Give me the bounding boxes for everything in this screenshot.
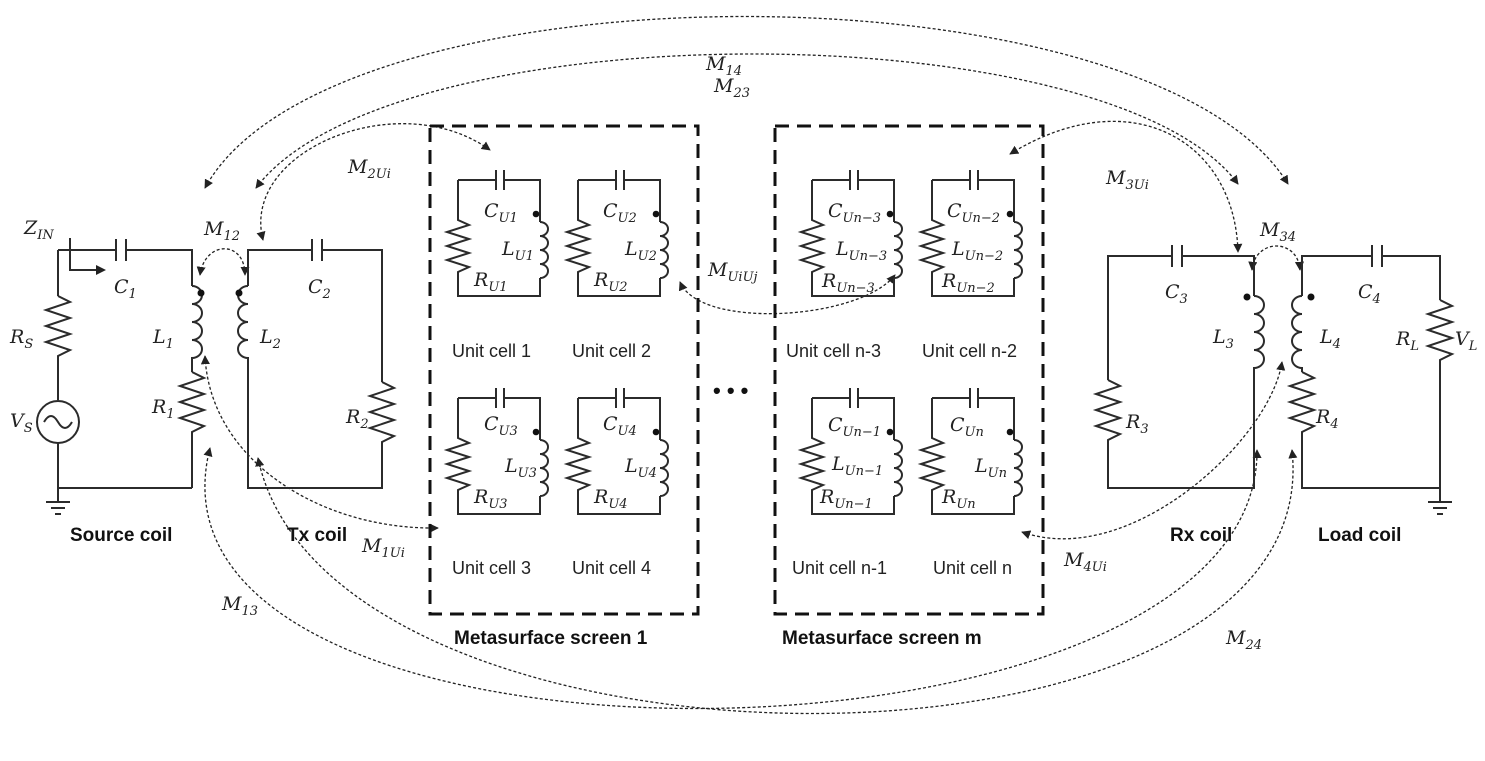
m4ui-label: M4Ui	[1063, 549, 1107, 575]
screen-m-label: Metasurface screen m	[782, 628, 982, 649]
arc-m3ui	[1009, 120, 1243, 253]
unit-cell-3-circuit	[443, 388, 549, 515]
unit-cell-3-label: Unit cell 3	[452, 558, 531, 578]
arc-m4ui	[1021, 361, 1286, 540]
metasurface-screen-1-box	[428, 124, 700, 616]
ru1-label: RU1	[473, 269, 508, 295]
cun1-label: CUn−1	[828, 414, 881, 440]
unit-cell-n-circuit	[917, 388, 1023, 515]
unit-cell-n-1-label: Unit cell n-1	[792, 558, 887, 578]
c4-label: C4	[1358, 281, 1381, 307]
vl-label: VL	[1455, 328, 1477, 354]
l3-label: L3	[1212, 326, 1234, 352]
lun-label: LUn	[974, 455, 1007, 481]
arc-m34	[1248, 245, 1305, 271]
m2ui-label: M2Ui	[347, 156, 391, 182]
unit-cell-4-label: Unit cell 4	[572, 558, 651, 578]
tx-coil-circuit	[235, 239, 398, 489]
unit-cell-n-2-label: Unit cell n-2	[922, 341, 1017, 361]
lu1-label: LU1	[501, 238, 534, 264]
ru4-label: RU4	[593, 486, 628, 512]
cu3-label: CU3	[484, 413, 518, 439]
m34-label: M34	[1259, 219, 1296, 245]
cu4-label: CU4	[603, 413, 637, 439]
rl-label: RL	[1395, 328, 1419, 354]
cun3-label: CUn−3	[828, 200, 881, 226]
l2-label: L2	[259, 326, 281, 352]
cun2-label: CUn−2	[947, 200, 1000, 226]
m23-label: M23	[713, 75, 750, 101]
screen-1-label: Metasurface screen 1	[454, 628, 648, 649]
ru3-label: RU3	[473, 486, 508, 512]
run-label: RUn	[941, 486, 976, 512]
c2-label: C2	[308, 276, 331, 302]
unit-cell-n-3-label: Unit cell n-3	[786, 341, 881, 361]
load-coil-label: Load coil	[1318, 525, 1401, 546]
tx-coil-label: Tx coil	[287, 525, 347, 546]
run2-label: RUn−2	[941, 270, 995, 296]
source-coil-label: Source coil	[70, 525, 172, 546]
unit-cell-2-circuit	[563, 170, 669, 297]
mutual-inductance-arcs	[196, 15, 1305, 715]
source-coil-circuit	[36, 238, 208, 515]
cu1-label: CU1	[484, 200, 518, 226]
arc-muiuj	[678, 274, 896, 315]
c3-label: C3	[1165, 281, 1188, 307]
zin-label: ZIN	[23, 217, 54, 243]
rx-coil-label: Rx coil	[1170, 525, 1232, 546]
unit-cell-4-circuit	[563, 388, 669, 515]
m13-label: M13	[221, 593, 258, 619]
r3-label: R3	[1125, 411, 1149, 437]
unit-cell-n-label: Unit cell n	[933, 558, 1012, 578]
arc-m13	[203, 447, 1262, 710]
screen-ellipsis: • • •	[713, 378, 748, 403]
lun1-label: LUn−1	[831, 453, 883, 479]
r2-label: R2	[345, 406, 369, 432]
cu2-label: CU2	[603, 200, 637, 226]
l4-label: L4	[1319, 326, 1341, 352]
unit-cell-n-2-circuit	[917, 170, 1023, 297]
load-coil-circuit	[1286, 245, 1456, 515]
lu3-label: LU3	[504, 455, 537, 481]
m24-label: M24	[1225, 627, 1262, 653]
arc-m14	[204, 15, 1289, 189]
run3-label: RUn−3	[821, 270, 875, 296]
arc-m12	[196, 248, 250, 276]
r4-label: R4	[1315, 406, 1339, 432]
rs-label: RS	[9, 326, 33, 352]
rx-coil-circuit	[1092, 245, 1265, 489]
vs-label: VS	[10, 410, 33, 436]
m12-label: M12	[203, 218, 240, 244]
metasurface-screen-m-box	[773, 124, 1045, 616]
m1ui-label: M1Ui	[361, 535, 405, 561]
labels: Source coil Tx coil Rx coil Load coil Me…	[9, 53, 1477, 653]
arc-m24	[255, 449, 1298, 715]
arc-m23	[255, 53, 1239, 189]
ru2-label: RU2	[593, 269, 628, 295]
lun3-label: LUn−3	[835, 238, 887, 264]
arc-m1ui	[200, 355, 439, 533]
c1-label: C1	[114, 276, 137, 302]
m14-label: M14	[705, 53, 742, 79]
lun2-label: LUn−2	[951, 238, 1003, 264]
unit-cell-n-3-circuit	[797, 170, 903, 297]
arc-m2ui	[256, 123, 491, 241]
unit-cell-n-1-circuit	[797, 388, 903, 515]
unit-cell-1-label: Unit cell 1	[452, 341, 531, 361]
l1-label: L1	[152, 326, 174, 352]
m3ui-label: M3Ui	[1105, 167, 1149, 193]
r1-label: R1	[151, 396, 175, 422]
run1-label: RUn−1	[819, 486, 873, 512]
unit-cell-2-label: Unit cell 2	[572, 341, 651, 361]
unit-cell-1-circuit	[443, 170, 549, 297]
lu2-label: LU2	[624, 238, 657, 264]
unit-cells	[443, 170, 1023, 515]
lu4-label: LU4	[624, 455, 657, 481]
cun-label: CUn	[950, 414, 984, 440]
muiuj-label: MUiUj	[707, 259, 758, 285]
